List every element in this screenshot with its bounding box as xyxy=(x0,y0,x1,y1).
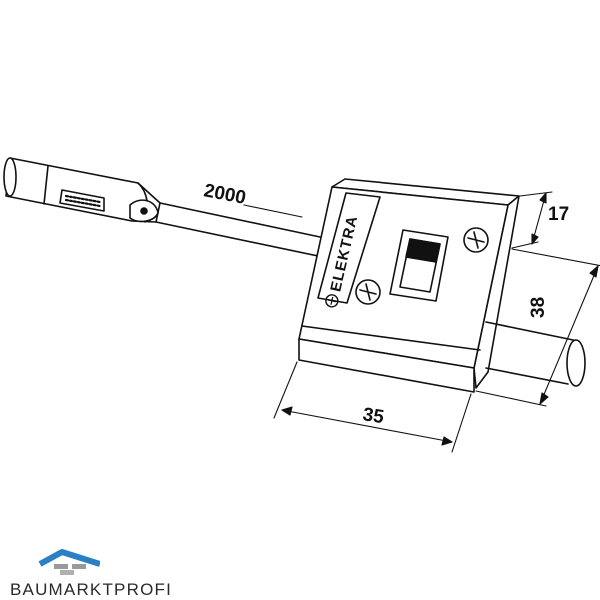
roof-logo-icon xyxy=(38,549,101,575)
socket-tube xyxy=(485,321,586,387)
dimension-depth-label: 17 xyxy=(548,204,569,225)
watermark-text: BAUMARKTPROFI xyxy=(10,580,173,599)
cable-plug xyxy=(3,157,161,223)
screw-top xyxy=(463,227,489,253)
dimension-height xyxy=(475,248,600,407)
dimension-depth xyxy=(511,191,553,249)
baumarktprofi-watermark: BAUMARKTPROFI xyxy=(10,548,173,599)
cable xyxy=(155,202,321,257)
dimension-cable-length: 2000 xyxy=(202,180,248,209)
rocker-switch xyxy=(389,229,449,302)
dimension-cable-leader xyxy=(243,204,303,218)
dimension-width-label: 35 xyxy=(361,404,386,428)
dimension-width xyxy=(273,361,472,453)
dimension-height-label: 38 xyxy=(528,297,549,318)
screw-bottom xyxy=(355,279,381,305)
